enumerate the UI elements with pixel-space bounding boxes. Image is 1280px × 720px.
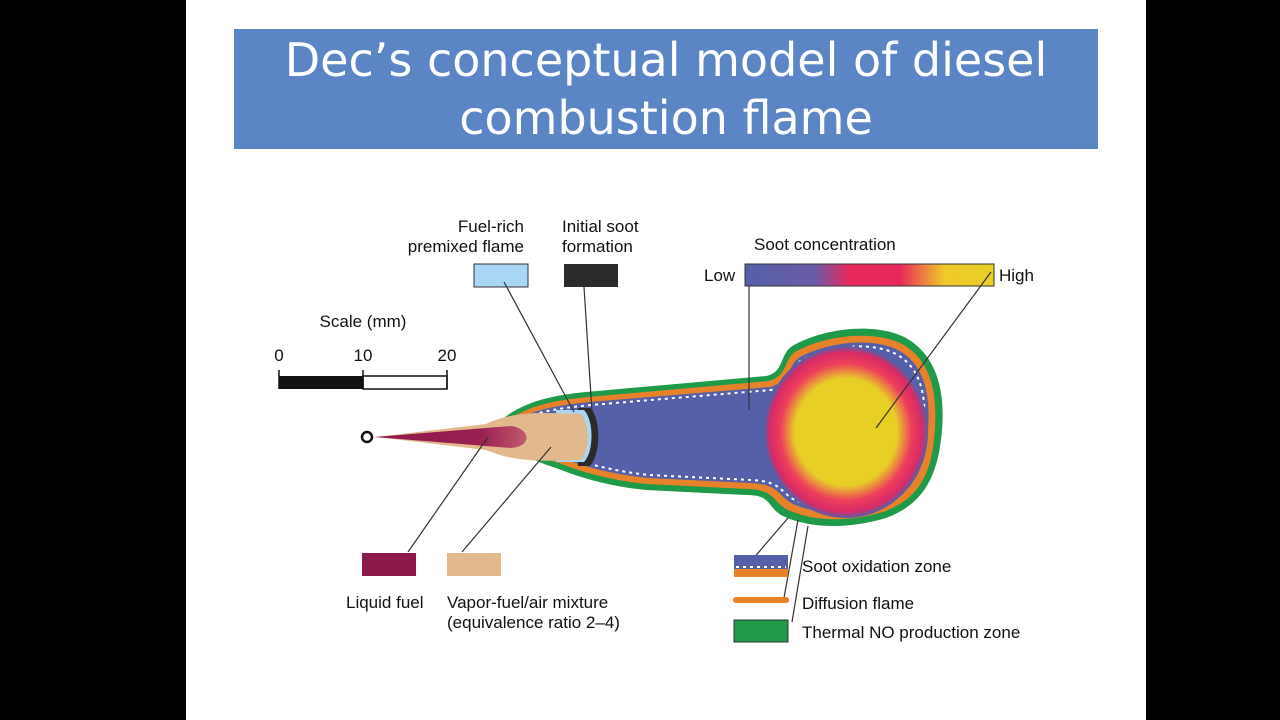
scale-bar <box>278 370 448 390</box>
fuel-rich-label-1: Fuel-rich <box>458 217 524 236</box>
scale-tick-0: 0 <box>274 346 283 365</box>
liquid-fuel-spray <box>374 426 527 448</box>
liquid-fuel-label: Liquid fuel <box>346 593 424 612</box>
injector-nozzle <box>360 430 374 444</box>
soot-concentration-label: Soot concentration <box>754 235 896 254</box>
scale-tick-10: 10 <box>354 346 373 365</box>
title-banner: Dec’s conceptual model of diesel combust… <box>234 29 1098 149</box>
flame-diagram: Scale (mm) 0 10 20 Fuel-rich premixed fl… <box>274 217 1034 643</box>
soot-low-label: Low <box>704 266 736 285</box>
scale-title: Scale (mm) <box>320 312 407 331</box>
soot-oxidation-swatch <box>734 555 788 577</box>
initial-soot-label-1: Initial soot <box>562 217 639 236</box>
diffusion-flame-label: Diffusion flame <box>802 594 914 613</box>
slide-title: Dec’s conceptual model of diesel combust… <box>284 33 1048 145</box>
leader-lines <box>407 271 992 623</box>
soot-high-label: High <box>999 266 1034 285</box>
initial-soot-label-2: formation <box>562 237 633 256</box>
liquid-fuel-swatch <box>362 553 416 576</box>
initial-soot-swatch <box>564 264 618 287</box>
soot-concentration-bar <box>744 263 995 287</box>
soot-head-region <box>764 346 928 518</box>
slide: Dec’s conceptual model of diesel combust… <box>186 0 1146 720</box>
vapor-swatch <box>447 553 501 576</box>
scale-tick-20: 20 <box>438 346 457 365</box>
soot-oxidation-label: Soot oxidation zone <box>802 557 951 576</box>
thermal-no-swatch <box>733 619 789 643</box>
fuel-rich-swatch <box>473 263 529 288</box>
thermal-no-label: Thermal NO production zone <box>802 623 1020 642</box>
vapor-label-2: (equivalence ratio 2–4) <box>447 613 620 632</box>
fuel-rich-label-2: premixed flame <box>408 237 524 256</box>
vapor-label-1: Vapor-fuel/air mixture <box>447 593 608 612</box>
